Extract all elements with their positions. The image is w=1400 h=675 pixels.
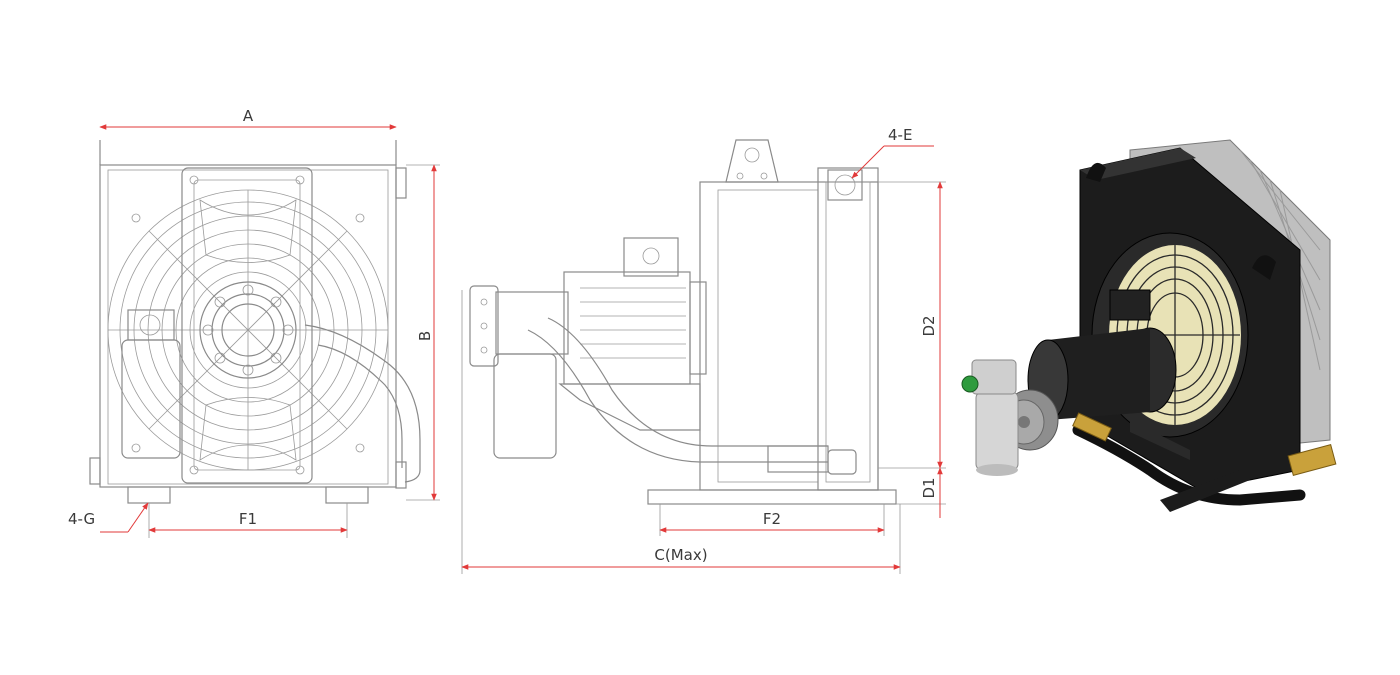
- cooler-render: [961, 139, 1337, 512]
- fan-guard: [107, 189, 389, 471]
- front-view: [89, 140, 421, 504]
- dimension-F1: F1: [148, 503, 348, 538]
- dimension-label-D2: D2: [920, 315, 938, 336]
- dimension-A: A: [99, 107, 397, 130]
- dimension-label-G: 4-G: [68, 510, 95, 528]
- dimension-F2: F2: [659, 504, 885, 536]
- dimension-G: 4-G: [68, 502, 149, 533]
- dimension-B: B: [406, 164, 440, 501]
- dimension-label-F2: F2: [763, 510, 781, 528]
- dimension-label-C: C(Max): [654, 546, 707, 564]
- dimension-E: 4-E: [851, 126, 934, 179]
- dimension-D2: D2: [878, 181, 946, 469]
- dimension-D1: D1: [896, 467, 946, 518]
- dimension-label-A: A: [243, 107, 254, 125]
- hub-bolts: [202, 284, 294, 376]
- dimension-label-F1: F1: [239, 510, 257, 528]
- dimension-label-E: 4-E: [888, 126, 912, 144]
- dimension-label-B: B: [416, 331, 434, 341]
- dimension-label-D1: D1: [920, 477, 938, 498]
- side-view: [469, 139, 897, 505]
- dimension-C: C(Max): [461, 290, 901, 574]
